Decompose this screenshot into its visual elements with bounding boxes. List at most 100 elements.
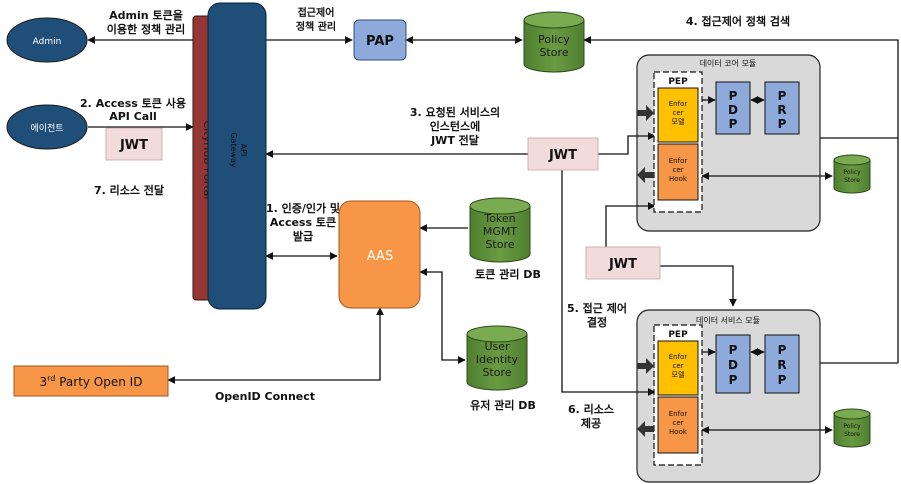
step2-label-2: API Call: [109, 110, 157, 123]
jwt-to-core-pep-arrow: [598, 132, 656, 155]
svg-text:Hook: Hook: [669, 428, 688, 436]
svg-text:P: P: [778, 89, 787, 103]
aas-label: AAS: [367, 249, 393, 264]
user-identity-store-cylinder[interactable]: User Identity Store: [466, 325, 528, 391]
svg-text:모델: 모델: [672, 371, 685, 379]
policy-store-label-1: Policy: [538, 33, 570, 46]
svg-text:D: D: [728, 103, 738, 117]
step3-label-1: 3. 요청된 서비스의: [410, 105, 500, 119]
svg-text:cer: cer: [672, 166, 683, 174]
third-party-openid-node[interactable]: 3rd Party Open ID: [13, 365, 169, 397]
svg-text:P: P: [729, 117, 738, 131]
access-control-label-2: 정책 관리: [296, 20, 336, 33]
service-pdp: P D P: [715, 334, 751, 394]
service-module-title: 데이터 서비스 모듈: [696, 315, 760, 325]
svg-text:JWT: JWT: [608, 257, 637, 272]
step4-label: 4. 접근제어 정책 검색: [686, 14, 790, 28]
block-arrows: [637, 105, 654, 437]
token-store-label-2: MGMT: [483, 225, 518, 238]
third-party-label: 3rd Party Open ID: [40, 374, 143, 389]
svg-text:Store: Store: [844, 177, 860, 184]
svg-text:Enfor: Enfor: [669, 157, 688, 165]
svg-text:cer: cer: [672, 109, 683, 117]
svg-text:P: P: [778, 343, 787, 357]
openid-connect-label: OpenID Connect: [215, 390, 315, 403]
svg-text:R: R: [777, 103, 786, 117]
token-store-label-1: Token: [483, 212, 515, 225]
step2-label-1: 2. Access 토큰 사용: [80, 96, 186, 110]
svg-text:Enfor: Enfor: [669, 100, 688, 108]
gateway-label-2: Gateway: [229, 132, 238, 168]
agent-node[interactable]: 에이전트: [6, 104, 88, 150]
svg-text:Policy: Policy: [843, 169, 861, 176]
connectors: [87, 36, 899, 434]
svg-text:JWT: JWT: [119, 138, 148, 153]
service-pep: PEP Enfor cer 모델 Enfor cer Hook: [653, 324, 703, 466]
user-store-label-3: Store: [482, 366, 511, 379]
svg-text:P: P: [778, 117, 787, 131]
admin-policy-label-2: 이용한 정책 관리: [107, 22, 186, 36]
step-labels: Admin 토큰을 이용한 정책 관리 접근제어 정책 관리 4. 접근제어 정…: [80, 6, 790, 430]
core-module-title: 데이터 코어 모듈: [700, 58, 757, 68]
svg-text:R: R: [777, 358, 786, 372]
step5-label-2: 결정: [587, 315, 607, 329]
pap-label: PAP: [366, 34, 394, 49]
svg-text:cer: cer: [672, 419, 683, 427]
policy-store-label-2: Store: [539, 46, 568, 59]
agent-label: 에이전트: [30, 123, 63, 134]
token-store-cylinder[interactable]: Token MGMT Store: [469, 197, 531, 263]
token-db-label: 토큰 관리 DB: [475, 267, 541, 281]
svg-text:P: P: [729, 373, 738, 387]
svg-text:Enfor: Enfor: [669, 410, 688, 418]
admin-policy-label-1: Admin 토큰을: [109, 9, 183, 22]
service-prp: P R P: [764, 334, 800, 394]
svg-text:Policy: Policy: [843, 423, 861, 430]
openid-connect-arrow: [167, 307, 384, 384]
service-mini-policy-store: Policy Store: [833, 408, 871, 448]
user-store-label-2: Identity: [476, 353, 519, 366]
step1-label-1: 1. 인증/인가 및: [266, 201, 340, 215]
step1-label-2: Access 토큰: [270, 216, 336, 229]
aas-node[interactable]: AAS: [338, 200, 421, 309]
api-gateway[interactable]: API Gateway: [207, 2, 267, 310]
step3-label-2: 인스턴스에: [430, 119, 481, 133]
svg-text:JWT: JWT: [548, 148, 577, 163]
step7-label: 7. 리소스 전달: [94, 183, 164, 197]
core-mini-policy-store: Policy Store: [833, 154, 871, 194]
user-db-label: 유저 관리 DB: [470, 398, 536, 412]
svg-text:P: P: [729, 89, 738, 103]
access-control-label-1: 접근제어: [298, 6, 335, 19]
jwt-to-service-pep-arrow: [561, 170, 656, 396]
user-store-arrow: [419, 268, 466, 364]
admin-node[interactable]: Admin: [6, 17, 88, 63]
admin-label: Admin: [33, 37, 62, 47]
gateway-label-1: API: [239, 144, 248, 157]
jwt-token-upper: JWT: [527, 137, 599, 171]
svg-text:D: D: [728, 358, 738, 372]
svg-text:PEP: PEP: [668, 330, 688, 340]
jwt-token-portal: JWT: [105, 127, 163, 161]
step6-label-1: 6. 리소스: [568, 402, 614, 416]
svg-text:모델: 모델: [672, 118, 685, 126]
step6-label-2: 제공: [581, 416, 601, 430]
core-pdp: P D P: [715, 81, 751, 135]
core-prp: P R P: [764, 81, 800, 135]
core-pep-label: PEP: [668, 77, 688, 87]
svg-text:P: P: [729, 343, 738, 357]
user-store-label-1: User: [484, 340, 510, 353]
policy-store-cylinder[interactable]: Policy Store: [523, 11, 585, 73]
step5-label-1: 5. 접근 제어: [567, 301, 627, 315]
jwt-token-lower: JWT: [585, 246, 661, 280]
step1-label-3: 발급: [293, 229, 313, 243]
svg-text:Hook: Hook: [669, 175, 688, 183]
svg-text:P: P: [778, 373, 787, 387]
policy-search-arrow: [583, 36, 899, 363]
step3-label-3: JWT 전달: [430, 133, 479, 147]
svg-text:Enfor: Enfor: [669, 353, 688, 361]
core-pep: PEP Enfor cer 모델 Enfor cer Hook: [653, 71, 703, 213]
svg-text:cer: cer: [672, 362, 683, 370]
token-store-label-3: Store: [485, 238, 514, 251]
svg-text:Store: Store: [844, 431, 860, 438]
pap-node[interactable]: PAP: [353, 19, 407, 61]
